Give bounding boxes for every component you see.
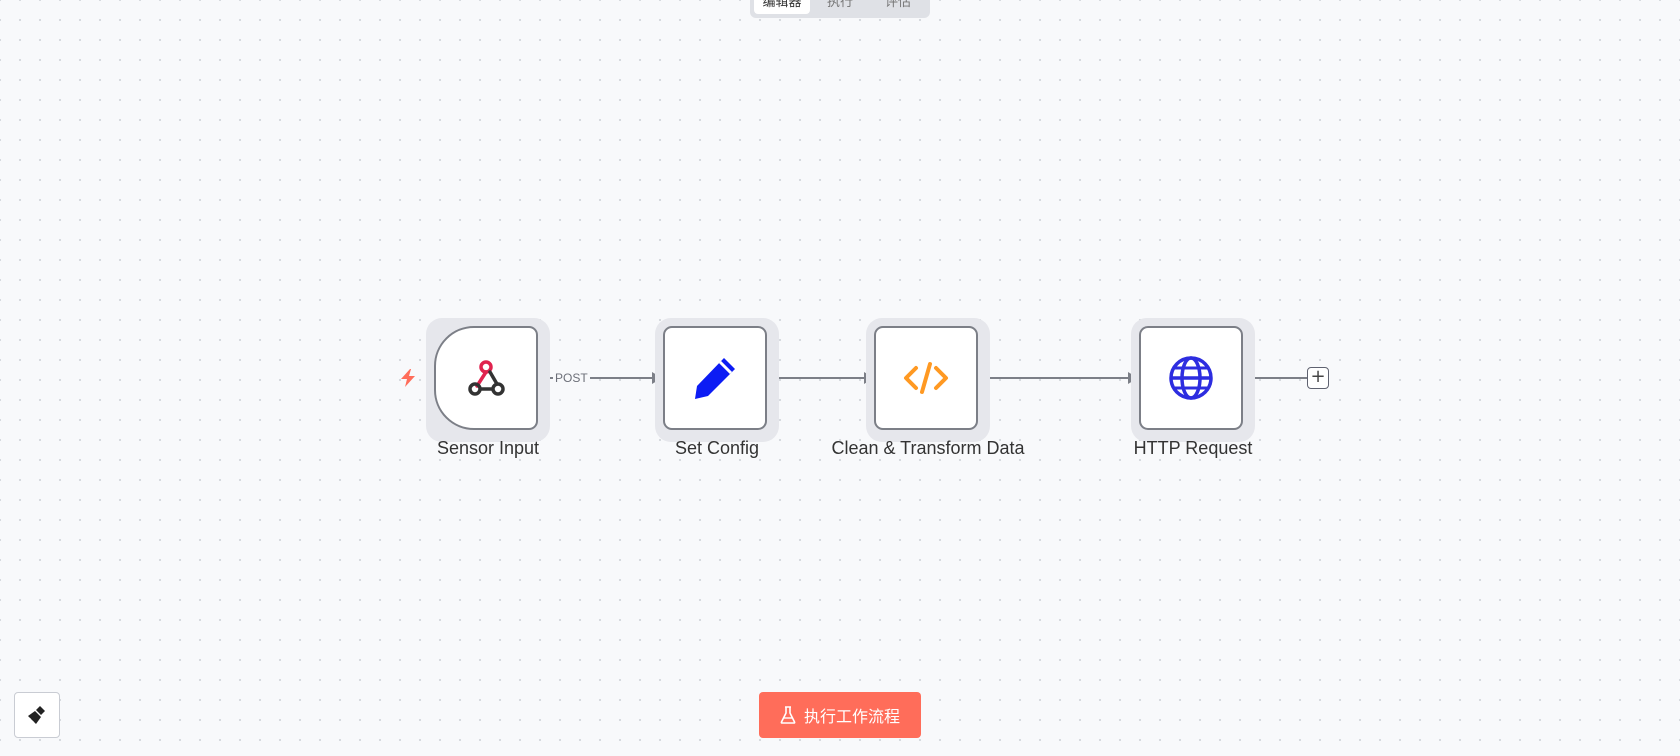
tab-evaluations[interactable]: 评估 [884, 0, 911, 10]
clear-execution-button[interactable] [14, 692, 60, 738]
node-http-request[interactable] [1131, 318, 1255, 442]
view-tabs: 编辑器 执行 评估 [750, 0, 930, 18]
connection-label-post: POST [553, 371, 590, 385]
node-label-http-request: HTTP Request [1133, 438, 1253, 458]
add-node-button[interactable]: + [1307, 367, 1329, 389]
run-workflow-button[interactable]: 执行工作流程 [759, 692, 921, 738]
node-label-sensor-input: Sensor Input [436, 438, 540, 458]
pencil-icon [695, 358, 735, 399]
code-icon [904, 362, 948, 394]
broom-icon [27, 706, 45, 725]
node-clean-transform-card[interactable] [874, 326, 978, 430]
trigger-bolt-icon [398, 368, 418, 393]
node-sensor-input-card[interactable] [434, 326, 538, 430]
webhook-icon [468, 360, 505, 396]
globe-icon [1169, 356, 1213, 400]
tab-editor[interactable]: 编辑器 [754, 0, 810, 14]
node-label-set-config: Set Config [674, 438, 760, 458]
node-http-request-card[interactable] [1139, 326, 1243, 430]
tab-executions[interactable]: 执行 [826, 0, 853, 10]
node-set-config[interactable] [655, 318, 779, 442]
node-label-clean-transform: Clean & Transform Data [831, 438, 1025, 458]
flask-icon [780, 706, 796, 724]
node-set-config-card[interactable] [663, 326, 767, 430]
run-workflow-label: 执行工作流程 [803, 707, 900, 726]
node-clean-transform[interactable] [866, 318, 990, 442]
node-sensor-input[interactable] [426, 318, 550, 442]
